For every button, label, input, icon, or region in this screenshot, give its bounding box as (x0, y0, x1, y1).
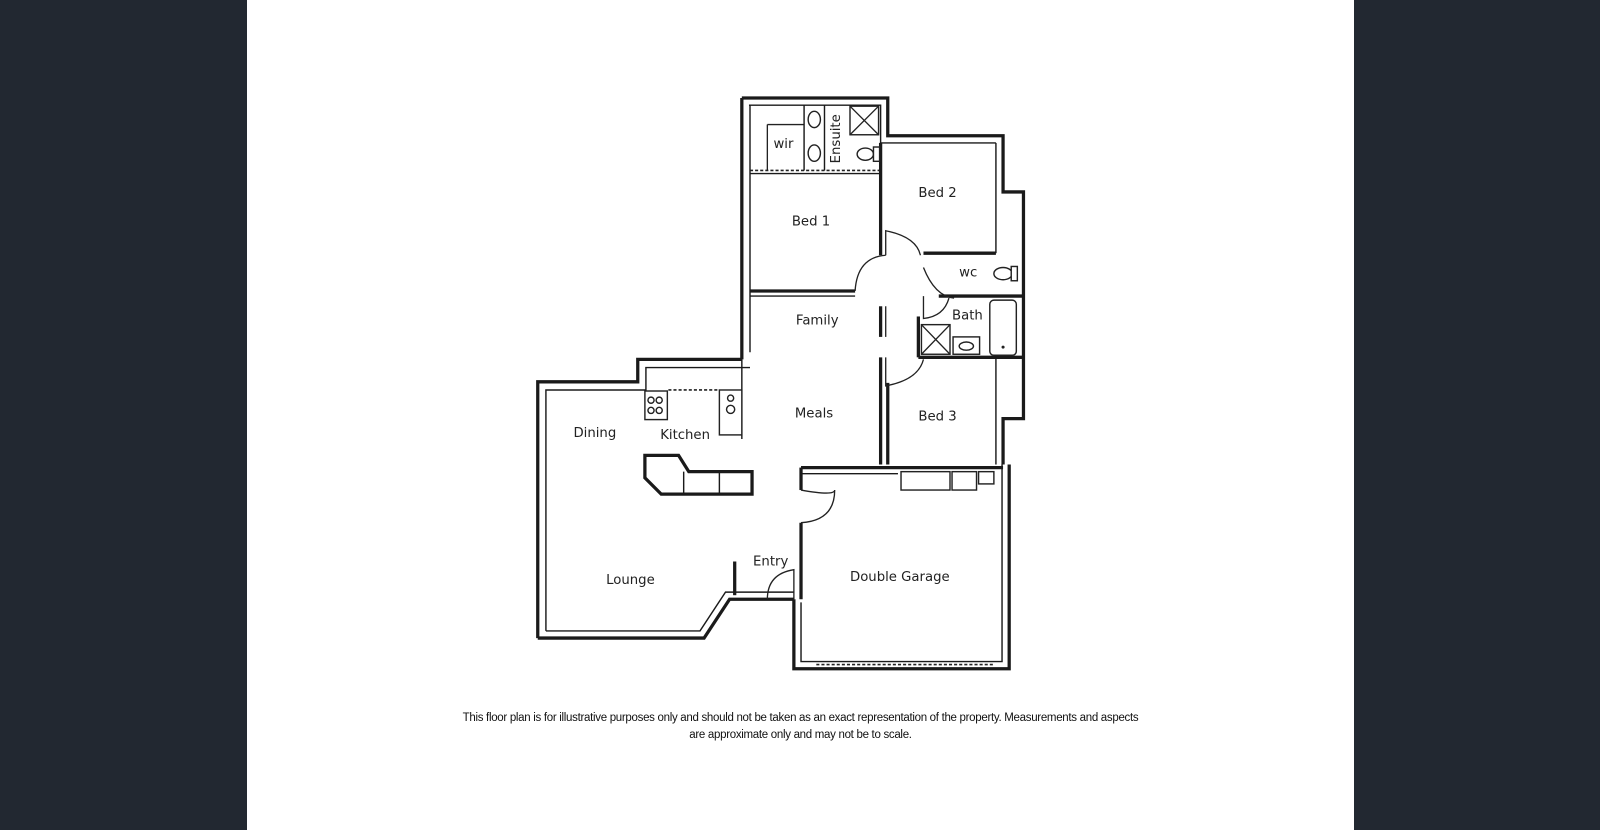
room-label-ensuite: Ensuite (829, 114, 844, 163)
room-label-entry: Entry (753, 555, 788, 570)
disclaimer-text: This floor plan is for illustrative purp… (247, 710, 1354, 744)
room-label-garage: Double Garage (850, 570, 950, 585)
interior-walls (733, 105, 1024, 600)
room-label-lounge: Lounge (606, 573, 655, 588)
room-labels: wir Ensuite Bed 1 Bed 2 wc Bath Family M… (573, 114, 982, 588)
room-label-bed2: Bed 2 (918, 186, 956, 201)
disclaimer-line-1: This floor plan is for illustrative purp… (462, 712, 1139, 724)
exterior-walls (536, 96, 1026, 671)
door-swings (766, 229, 955, 600)
floor-plan-panel (247, 0, 1354, 830)
room-label-dining: Dining (573, 426, 616, 441)
room-label-family: Family (796, 314, 839, 329)
room-label-wc: wc (959, 266, 977, 281)
room-label-kitchen: Kitchen (660, 428, 710, 443)
room-label-bed1: Bed 1 (792, 215, 830, 230)
fixtures (643, 105, 1019, 666)
disclaimer-line-2: are approximate only and may not be to s… (689, 729, 912, 741)
room-label-meals: Meals (795, 407, 833, 422)
room-label-bed3: Bed 3 (918, 410, 956, 425)
room-label-wir: wir (773, 137, 794, 152)
room-label-bath: Bath (952, 309, 983, 324)
